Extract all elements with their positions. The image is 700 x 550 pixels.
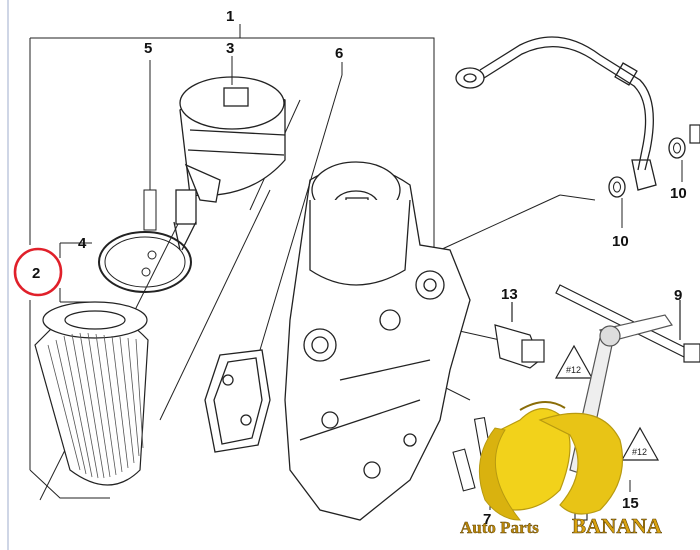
svg-text:#12: #12 xyxy=(632,447,647,457)
callout-13: 13 xyxy=(501,286,518,303)
filter-stem xyxy=(141,60,157,277)
washer-10a xyxy=(608,176,626,198)
callout-2: 2 xyxy=(32,265,40,282)
o-ring-inner xyxy=(104,236,186,288)
washer-10a-inner xyxy=(613,181,621,193)
housing-gasket xyxy=(204,349,271,453)
callout-10-center: 10 xyxy=(612,233,629,250)
oil-pipe xyxy=(455,36,657,191)
o-ring xyxy=(98,231,192,293)
oil-filter-cap xyxy=(173,76,286,251)
callout-10-right: 10 xyxy=(670,185,687,202)
callout-9: 9 xyxy=(674,287,682,304)
callout-1: 1 xyxy=(226,8,234,25)
callout-15: 15 xyxy=(622,495,639,512)
torque-warning-icon: #12 xyxy=(554,344,594,379)
banana-logo xyxy=(478,314,673,521)
watermark-prefix: Auto Parts xyxy=(460,518,539,537)
torque-warning-icon-2: #12 xyxy=(620,426,660,461)
washer-10b-inner xyxy=(673,142,681,154)
washer-10b xyxy=(668,137,686,159)
callout-2-highlight-ring xyxy=(13,247,63,297)
callout-leaders xyxy=(59,56,343,351)
callout-5: 5 xyxy=(144,40,152,57)
watermark-brand: BANANA xyxy=(572,514,663,538)
callout-3: 3 xyxy=(226,40,234,57)
filter-element xyxy=(34,301,149,486)
svg-text:#12: #12 xyxy=(566,365,581,375)
callout-7: 7 xyxy=(483,511,491,528)
callout-6: 6 xyxy=(335,45,343,62)
callout-4: 4 xyxy=(78,235,87,252)
temperature-sensor xyxy=(494,302,545,369)
filter-housing xyxy=(284,161,471,521)
group-frame-1 xyxy=(29,24,435,499)
banjo-bolt xyxy=(689,124,700,144)
